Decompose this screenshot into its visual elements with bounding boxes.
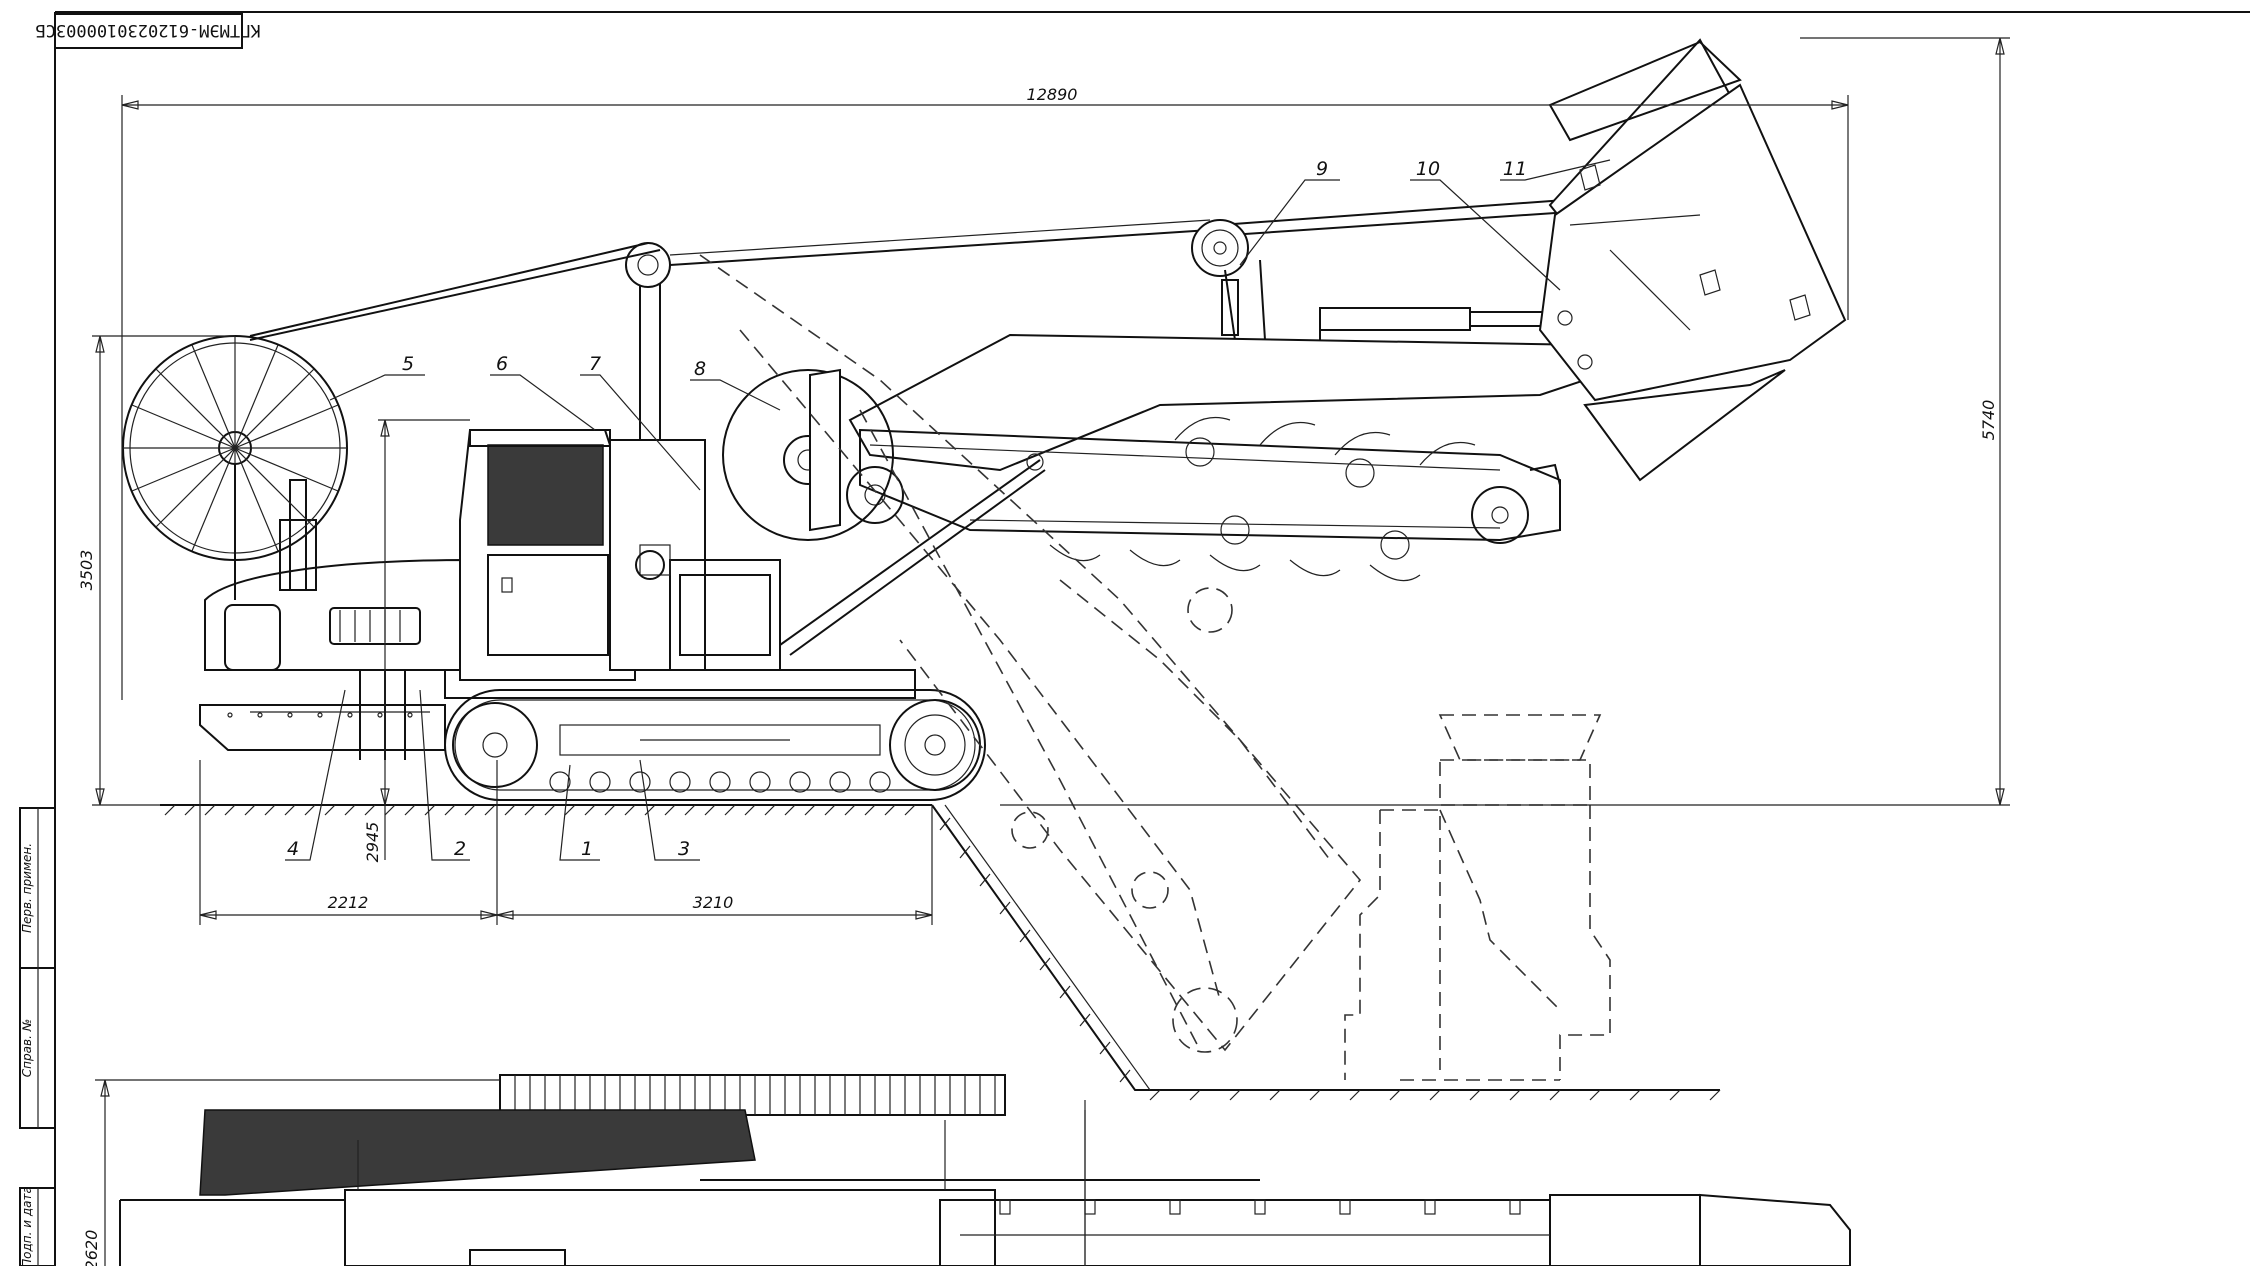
- dim-overall-height: 5740: [1979, 400, 1998, 441]
- part-label-2: 2: [454, 838, 466, 860]
- digging-chain-lowered: [699, 254, 1362, 1053]
- hydraulic-cylinder-top: [1319, 307, 1561, 345]
- crawler-track: [444, 689, 986, 801]
- dim-plan-height: 2620: [82, 1230, 101, 1266]
- stamp-first-use: Перв. примен.: [20, 843, 34, 933]
- stamp-reference-no: Справ. №: [20, 1019, 34, 1077]
- digging-boom: [846, 333, 1602, 582]
- stamp-signature-date: Подп. и дата: [20, 1186, 34, 1266]
- side-stamp: Перв. примен. Справ. № Подп. и дата: [19, 807, 56, 1266]
- engine-block: [609, 242, 781, 671]
- dimension-texts: 12890 5740 3503 2945 2212 3210 2620: [77, 85, 1998, 1266]
- drawing-code-stamp: КПТМЭМ-6120230100003СБ: [35, 20, 260, 40]
- leader-lines: [285, 159, 1611, 861]
- boom-cables: [249, 199, 1571, 341]
- plan-view: [119, 1074, 1851, 1266]
- part-label-7: 7: [589, 353, 601, 375]
- cable-reel: [122, 335, 348, 600]
- part-label-6: 6: [496, 353, 508, 375]
- part-label-3: 3: [678, 838, 690, 860]
- part-label-11: 11: [1503, 158, 1527, 180]
- dim-base-left: 2212: [328, 893, 369, 912]
- part-label-8: 8: [694, 358, 706, 380]
- dimension-lines: [92, 37, 2010, 1266]
- dim-height-small: 2945: [363, 822, 382, 863]
- part-label-4: 4: [287, 838, 299, 860]
- trench-profile: [931, 804, 1721, 1101]
- dim-height-left: 3503: [77, 550, 96, 591]
- saw-disc: [722, 368, 894, 541]
- operator-cabin: [459, 429, 636, 681]
- tractor-hood: [204, 479, 471, 671]
- dim-overall-length: 12890: [1027, 85, 1078, 104]
- part-label-1: 1: [581, 838, 593, 860]
- discharge-hopper: [1538, 38, 1847, 482]
- part-label-9: 9: [1316, 158, 1328, 180]
- boom-strut: [779, 453, 1046, 656]
- part-label-5: 5: [402, 353, 414, 375]
- boom-tower-pulley: [625, 242, 671, 288]
- part-label-10: 10: [1416, 158, 1440, 180]
- part-labels: 1 2 3 4 5 6 7 8 9 10 11: [287, 158, 1527, 860]
- upper-pulley: [1191, 219, 1266, 341]
- dim-base-right: 3210: [693, 893, 734, 912]
- hopper-lowered: [1344, 714, 1611, 1081]
- ground-line: [160, 804, 932, 816]
